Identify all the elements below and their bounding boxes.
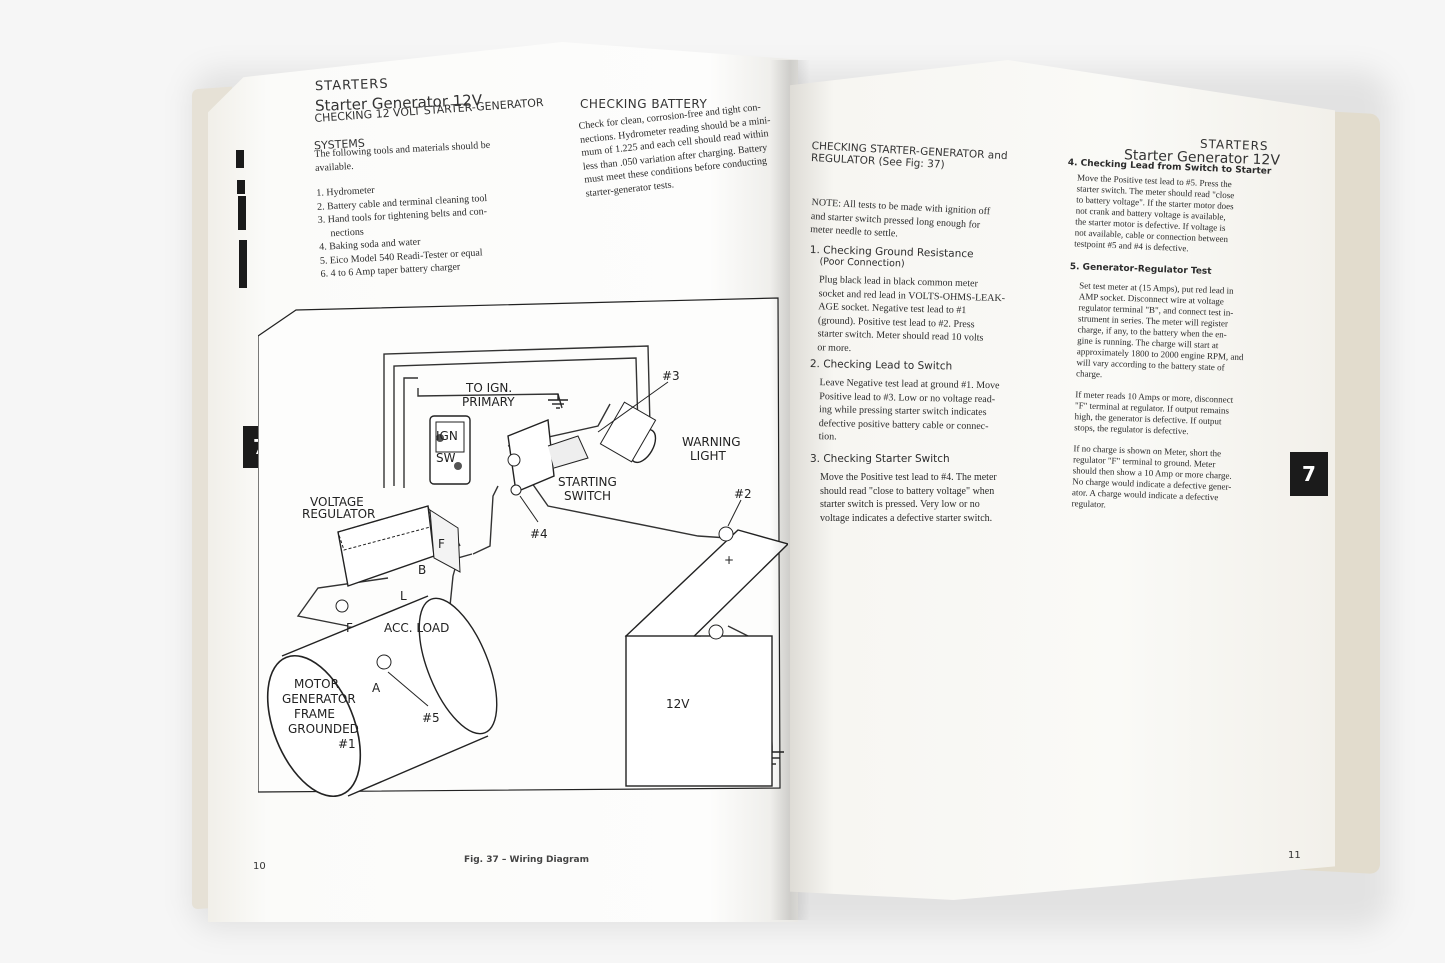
a-terminal-label: A [372, 681, 381, 695]
step2-block: 2. Checking Lead to Switch Leave Negativ… [809, 358, 1000, 447]
ignition-switch [429, 415, 471, 485]
point2-label: #2 [734, 487, 752, 501]
edge-mark [239, 240, 247, 288]
left-header-title: STARTERS [314, 76, 389, 95]
point4-label: #4 [530, 527, 548, 541]
switch-label: SWITCH [564, 489, 611, 503]
step3-line: should read "close to battery voltage" w… [820, 485, 995, 497]
regulator-label: REGULATOR [302, 507, 375, 521]
negative-label: − [692, 629, 702, 643]
motor-label: MOTOR [294, 677, 339, 691]
light-label: LIGHT [690, 449, 727, 463]
generator-label: GENERATOR [282, 692, 356, 706]
step5-block: 5. Generator-Regulator Test Set test met… [1061, 262, 1246, 515]
acc-load-label: ACC. LOAD [384, 621, 449, 635]
step3-heading: 3. Checking Starter Switch [810, 453, 950, 465]
edge-mark [237, 180, 245, 194]
wires [296, 345, 773, 747]
voltage-regulator [337, 505, 461, 587]
warning-label: WARNING [682, 435, 741, 449]
step3-line: voltage indicates a defective starter sw… [820, 512, 993, 524]
ign-label: IGN [436, 429, 458, 443]
ground-symbol [548, 394, 568, 409]
grounded-label: GROUNDED [288, 722, 359, 736]
l-terminal-label: L [400, 589, 407, 603]
section-tab-right: 7 [1290, 452, 1328, 496]
voltage-label: VOLTAGE [310, 495, 364, 509]
battery-heading: CHECKING BATTERY [580, 97, 708, 111]
point3-label: #3 [662, 369, 680, 383]
frame-label: FRAME [294, 707, 335, 721]
sw-label: SW [436, 451, 456, 465]
point5-label: #5 [422, 711, 440, 725]
callout-lines [387, 381, 742, 707]
step1-block: 1. Checking Ground Resistance (Poor Conn… [807, 244, 1006, 359]
point1-label: #1 [338, 737, 356, 751]
battery-voltage-label: 12V [666, 697, 690, 711]
edge-mark [236, 150, 244, 168]
edge-mark [238, 196, 246, 230]
positive-label: + [724, 553, 734, 567]
right-page-number: 11 [1288, 850, 1301, 861]
step4-block: 4. Checking Lead from Switch to Starter … [1064, 158, 1272, 258]
starting-switch [507, 419, 589, 496]
step3-block: 3. Checking Starter Switch Move the Posi… [810, 453, 997, 525]
wiring-diagram: IGN SW F B L [258, 297, 788, 798]
left-page-number: 10 [253, 861, 266, 872]
starting-label: STARTING [558, 475, 617, 489]
warning-light [599, 401, 657, 464]
f-large-label: F [346, 621, 353, 635]
to-ign-label: TO IGN. [465, 381, 512, 395]
battery [624, 526, 788, 787]
intro-block: The following tools and materials should… [314, 139, 497, 282]
b-terminal-label: B [418, 563, 426, 577]
primary-label: PRIMARY [462, 395, 515, 409]
step3-line: starter switch is pressed. Very low or n… [820, 499, 980, 510]
step3-line: Move the Positive test lead to #4. The m… [820, 472, 997, 483]
figure-caption: Fig. 37 – Wiring Diagram [464, 855, 589, 865]
motor-generator [266, 595, 498, 798]
right-page [790, 60, 1335, 900]
f-terminal-label: F [438, 537, 445, 551]
